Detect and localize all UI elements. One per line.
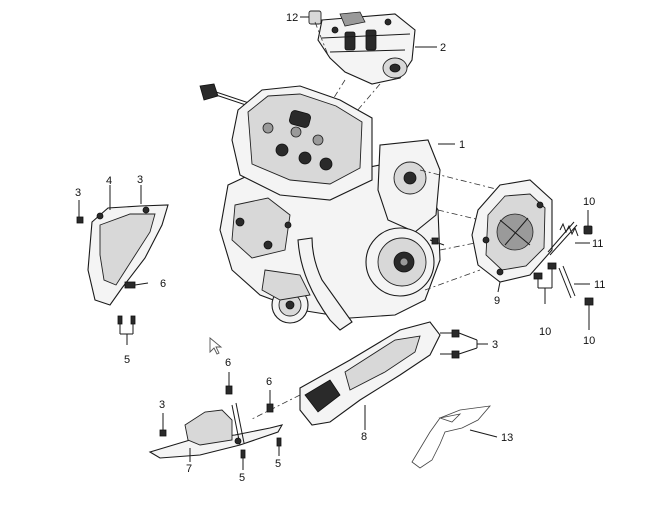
part-7-bracket bbox=[148, 372, 284, 470]
part-10-bolt-mid bbox=[533, 262, 557, 304]
part-10-bolt-upper bbox=[583, 210, 593, 235]
callout-13: 13 bbox=[501, 432, 513, 444]
callout-2: 2 bbox=[440, 42, 446, 54]
callout-8: 8 bbox=[361, 431, 367, 443]
part-10-bolt-lower bbox=[584, 297, 594, 330]
part-2-throttle-body bbox=[317, 11, 437, 85]
callout-10-bottom: 10 bbox=[583, 335, 595, 347]
callout-11-top: 11 bbox=[592, 238, 603, 250]
part-11-spring-upper bbox=[547, 221, 590, 256]
callout-6-right: 6 bbox=[266, 376, 272, 388]
part-8-belly-pan bbox=[299, 321, 488, 430]
callout-1: 1 bbox=[459, 139, 465, 151]
part-4-guard bbox=[76, 185, 169, 345]
callout-5-bottom-mid: 5 bbox=[239, 472, 245, 484]
callout-5-left: 5 bbox=[124, 354, 130, 366]
callout-6-mid: 6 bbox=[225, 357, 231, 369]
part-1-engine bbox=[219, 85, 455, 331]
callout-11-bottom: 11 bbox=[594, 279, 605, 291]
callout-6-left: 6 bbox=[160, 278, 166, 290]
mouse-pointer-icon bbox=[209, 337, 223, 355]
callout-4: 4 bbox=[106, 175, 112, 187]
callout-10-top: 10 bbox=[583, 196, 595, 208]
callout-3-bottom-left: 3 bbox=[159, 399, 165, 411]
part-13-decal bbox=[411, 405, 498, 469]
part-11-spring-lower bbox=[558, 265, 590, 299]
callout-7: 7 bbox=[186, 463, 192, 475]
callout-3-top-left: 3 bbox=[75, 187, 81, 199]
callout-9: 9 bbox=[494, 295, 500, 307]
callout-10-mid: 10 bbox=[539, 326, 551, 338]
part-9-side-cover bbox=[471, 179, 553, 293]
callout-5-bottom-right: 5 bbox=[275, 458, 281, 470]
callout-labels: 12 2 1 3 4 3 6 5 10 11 11 9 10 10 3 6 6 … bbox=[75, 12, 605, 484]
callout-3-right: 3 bbox=[492, 339, 498, 351]
part-12-cap bbox=[300, 10, 322, 25]
callout-12: 12 bbox=[286, 12, 298, 24]
callout-3-top-mid: 3 bbox=[137, 174, 143, 186]
